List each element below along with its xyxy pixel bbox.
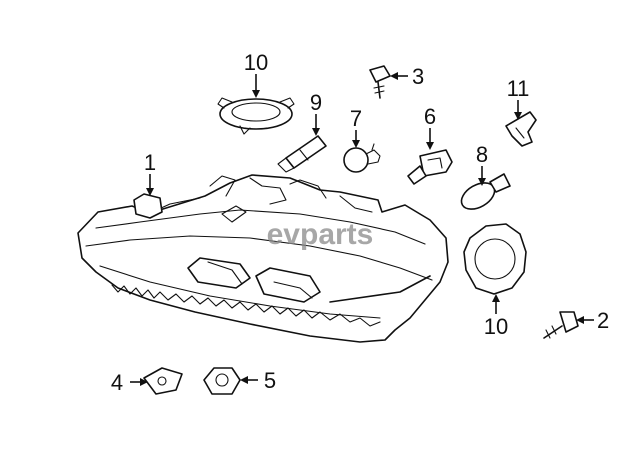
callout-3: 3	[412, 64, 424, 89]
bulb-part-6	[407, 149, 453, 185]
callout-9: 9	[310, 90, 322, 115]
screw-part-2	[543, 311, 579, 339]
bracket-part-11	[505, 111, 537, 147]
callout-8: 8	[476, 142, 488, 167]
clip-nut-part-4	[143, 367, 183, 395]
callout-10-bottom: 10	[484, 314, 508, 339]
headlamp-cover-cap-bottom	[463, 223, 527, 295]
callout-7: 7	[350, 106, 362, 131]
watermark: evparts	[267, 218, 374, 251]
callout-5: 5	[264, 368, 276, 393]
callout-10-top: 10	[244, 50, 268, 75]
headlamp-cover-cap-top	[217, 97, 295, 135]
callout-11: 11	[507, 76, 530, 101]
bulb-part-7	[343, 143, 381, 173]
callout-labels: 1 2 3 4 5 6 7 8 9 10 10 11	[111, 50, 609, 395]
callout-6: 6	[424, 104, 436, 129]
leader-arrows	[130, 72, 594, 386]
clip-screw-part-3	[369, 65, 391, 99]
callout-2: 2	[597, 308, 609, 333]
bulb-part-8	[460, 173, 511, 210]
grommet-part-5	[203, 367, 241, 395]
headlamp-assembly	[77, 174, 449, 343]
bulb-part-9	[277, 135, 327, 173]
callout-4: 4	[111, 370, 123, 395]
callout-1: 1	[144, 150, 156, 175]
